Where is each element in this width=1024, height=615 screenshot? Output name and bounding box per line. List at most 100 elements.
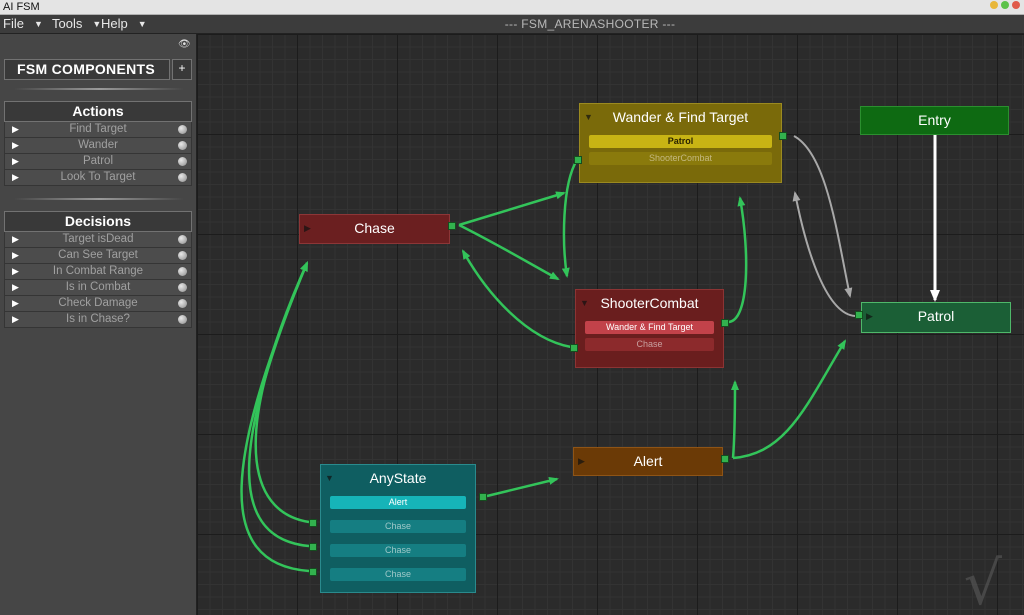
transition-slot[interactable]: Wander & Find Target	[585, 321, 714, 334]
edge-anystate-to-chase-3	[240, 261, 310, 573]
edge-wander-to-shooter	[561, 159, 579, 278]
edge-alert-to-patrol	[732, 339, 847, 460]
edge-anystate-to-chase-1	[254, 261, 310, 524]
decision-label: Is in Combat	[65, 281, 131, 293]
bullet-icon	[178, 299, 187, 308]
bullet-icon	[178, 251, 187, 260]
menu-file-label: File	[3, 16, 24, 31]
decision-label: In Combat Range	[52, 265, 144, 277]
output-port[interactable]	[721, 455, 729, 463]
add-component-button[interactable]: +	[172, 59, 192, 80]
state-node-any-state[interactable]: ▼ AnyState Alert Chase Chase Chase	[309, 464, 487, 593]
edge-anystate-to-alert	[486, 477, 559, 498]
actions-header: Actions	[4, 101, 192, 122]
state-node-wander[interactable]: ▼ Wander & Find Target Patrol ShooterCom…	[574, 103, 787, 183]
eye-icon[interactable]: 👁	[178, 39, 191, 50]
window-maximize-button[interactable]	[1001, 1, 1009, 9]
chevron-down-icon: ▼	[137, 18, 147, 29]
bullet-icon	[178, 125, 187, 134]
transition-slot[interactable]: Chase	[585, 338, 714, 351]
transition-slot[interactable]: Chase	[330, 520, 466, 533]
state-node-chase[interactable]: ▶ Chase	[299, 214, 456, 244]
edge-chase-to-shooter	[458, 223, 560, 281]
decision-label: Target isDead	[62, 233, 134, 245]
menu-tools[interactable]: Tools ▼	[52, 16, 101, 31]
state-title: Wander & Find Target	[612, 109, 749, 125]
state-title: Patrol	[917, 308, 955, 324]
state-node-patrol[interactable]: ▶ Patrol	[855, 302, 1011, 333]
transition-slot[interactable]: Chase	[330, 544, 466, 557]
state-node-alert[interactable]: ▶ Alert	[573, 447, 729, 476]
transition-slot[interactable]: Chase	[330, 568, 466, 581]
fsm-components-title: FSM COMPONENTS	[4, 59, 170, 80]
transition-slot[interactable]: Alert	[330, 496, 466, 509]
input-port[interactable]	[570, 344, 578, 352]
edge-wander-to-patrol	[793, 135, 853, 298]
play-icon: ▶	[12, 234, 19, 244]
state-title: AnyState	[369, 470, 427, 486]
state-node-entry[interactable]: Entry	[860, 106, 1009, 135]
expand-icon: ▶	[578, 456, 585, 466]
play-icon: ▶	[12, 124, 19, 134]
action-item[interactable]: ▶ Find Target	[4, 122, 192, 138]
play-icon: ▶	[12, 140, 19, 150]
chevron-down-icon: ▼	[33, 18, 43, 29]
bullet-icon	[178, 157, 187, 166]
decisions-header: Decisions	[4, 211, 192, 232]
edge-alert-to-shooter	[730, 380, 739, 459]
decision-item[interactable]: ▶ Target isDead	[4, 232, 192, 248]
transition-slot[interactable]: ShooterCombat	[589, 152, 772, 165]
divider	[14, 198, 184, 200]
input-port[interactable]	[309, 543, 317, 551]
window-title: AI FSM	[3, 1, 40, 13]
state-title: Chase	[354, 220, 395, 236]
decision-item[interactable]: ▶ Is in Chase?	[4, 312, 192, 328]
play-icon: ▶	[12, 282, 19, 292]
transition-edges	[240, 135, 940, 573]
decision-item[interactable]: ▶Check Damage	[4, 296, 192, 312]
action-label: Look To Target	[60, 171, 136, 183]
window-close-button[interactable]	[1012, 1, 1020, 9]
state-node-shooter-combat[interactable]: ▼ ShooterCombat Wander & Find Target Cha…	[570, 289, 729, 368]
input-port[interactable]	[574, 156, 582, 164]
menu-help[interactable]: Help ▼	[101, 16, 147, 31]
decision-item[interactable]: ▶Can See Target	[4, 248, 192, 264]
play-icon: ▶	[12, 156, 19, 166]
action-item[interactable]: ▶Patrol	[4, 154, 192, 170]
chevron-down-icon: ▼	[92, 18, 102, 29]
menu-bar: File ▼ Tools ▼ Help ▼ --- FSM_ARENASHOOT…	[0, 15, 1024, 34]
bullet-icon	[178, 267, 187, 276]
transition-slot[interactable]: Patrol	[589, 135, 772, 148]
menu-file[interactable]: File ▼	[3, 16, 43, 31]
input-port[interactable]	[855, 311, 863, 319]
input-port[interactable]	[309, 568, 317, 576]
actions-list: ▶ Find Target ▶Wander ▶Patrol ▶ Look To Ta…	[4, 122, 192, 186]
state-title: ShooterCombat	[600, 295, 699, 311]
bullet-icon	[178, 173, 187, 182]
collapse-icon: ▼	[580, 298, 589, 308]
action-label: Find Target	[69, 123, 127, 135]
action-item[interactable]: ▶ Look To Target	[4, 170, 192, 186]
play-icon: ▶	[12, 172, 19, 182]
play-icon: ▶	[12, 314, 19, 324]
decision-item[interactable]: ▶In Combat Range	[4, 264, 192, 280]
edge-shooter-to-chase	[461, 249, 572, 349]
output-port[interactable]	[448, 222, 456, 230]
decisions-list: ▶Target isDead ▶Can See Target ▶In Comba…	[4, 232, 192, 328]
graph-canvas[interactable]: ▼ Wander & Find Target Patrol ShooterCom…	[197, 34, 1024, 615]
play-icon: ▶	[12, 250, 19, 260]
output-port[interactable]	[779, 132, 787, 140]
window-minimize-button[interactable]	[990, 1, 998, 9]
input-port[interactable]	[309, 519, 317, 527]
divider	[14, 88, 184, 90]
decision-item[interactable]: ▶ Is in Combat	[4, 280, 192, 296]
edge-anystate-to-chase-2	[247, 261, 310, 548]
collapse-icon: ▼	[584, 112, 593, 122]
output-port[interactable]	[721, 319, 729, 327]
bullet-icon	[178, 141, 187, 150]
decision-label: Is in Chase?	[66, 313, 130, 325]
action-item[interactable]: ▶Wander	[4, 138, 192, 154]
components-sidebar: 👁 FSM COMPONENTS + Actions ▶ Find Target …	[0, 34, 197, 615]
window-titlebar: AI FSM	[0, 0, 1024, 15]
output-port[interactable]	[479, 493, 487, 501]
